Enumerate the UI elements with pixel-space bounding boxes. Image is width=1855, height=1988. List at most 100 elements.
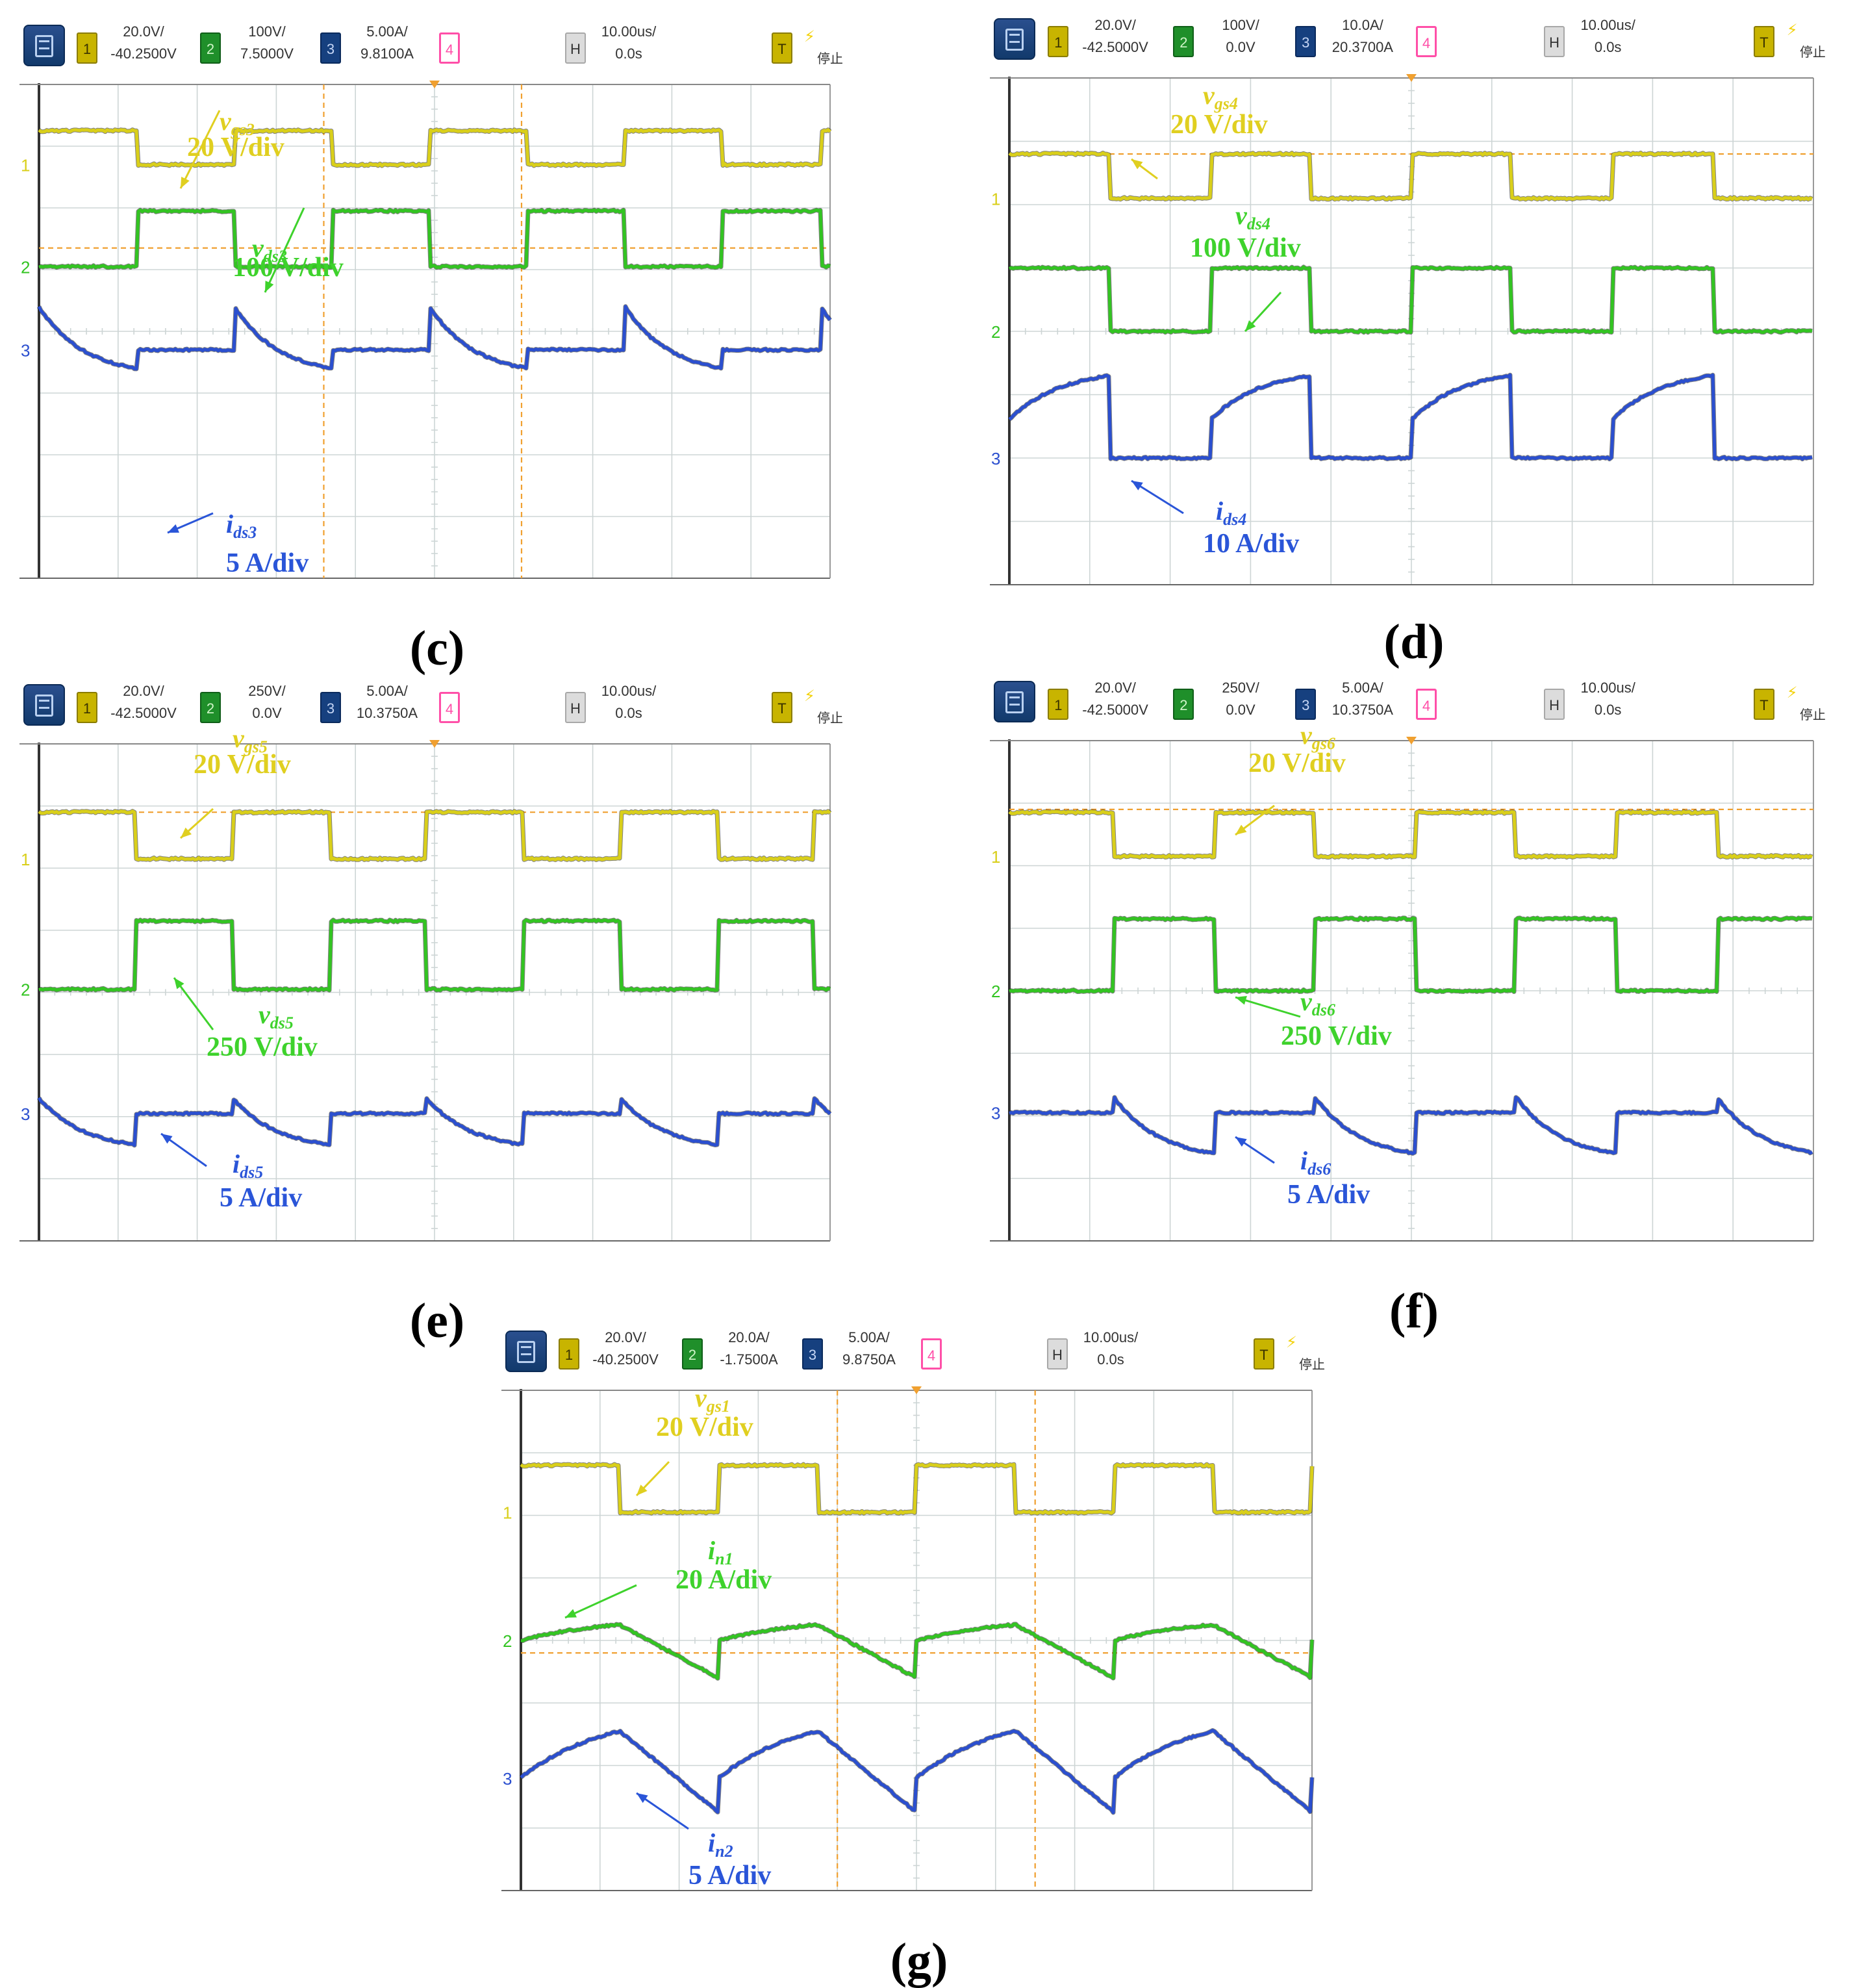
trigger-position-marker[interactable] xyxy=(1406,737,1417,745)
trigger-badge[interactable]: T xyxy=(1753,689,1774,720)
channel-3-scale: 5.00A/ xyxy=(366,23,408,40)
channel-3-badge[interactable]: 3 xyxy=(320,692,341,723)
trigger-position-marker[interactable] xyxy=(429,740,440,748)
horizontal-badge[interactable]: H xyxy=(565,32,586,64)
channel-2-scale: 20.0A/ xyxy=(728,1329,770,1345)
annotation-arrow-vgs1 xyxy=(635,1460,670,1497)
channel-1-badge[interactable]: 1 xyxy=(77,32,97,64)
signal-scale-ids6: 5 A/div xyxy=(1287,1180,1370,1210)
channel-4-badge[interactable]: 4 xyxy=(439,692,460,723)
channel-2-ground-marker[interactable]: 2 xyxy=(991,982,1000,1001)
trigger-status: 停止 xyxy=(817,711,843,726)
channel-3-ground-marker[interactable]: 3 xyxy=(503,1769,512,1789)
oscilloscope-menu-icon[interactable] xyxy=(23,25,65,66)
channel-2-badge[interactable]: 2 xyxy=(1173,26,1194,57)
channel-2-scale: 100V/ xyxy=(1222,17,1259,33)
channel-3-badge[interactable]: 3 xyxy=(1295,26,1317,57)
oscilloscope-menu-icon[interactable] xyxy=(994,681,1035,722)
trigger-position-marker[interactable] xyxy=(911,1386,922,1394)
trigger-position-marker[interactable] xyxy=(429,81,440,88)
channel-1-scale: 20.0V/ xyxy=(1094,17,1136,33)
signal-scale-ids5: 5 A/div xyxy=(220,1183,302,1213)
trigger-badge[interactable]: T xyxy=(772,692,792,723)
channel-1-ground-marker[interactable]: 1 xyxy=(21,156,30,175)
channel-3-ground-marker[interactable]: 3 xyxy=(21,1104,30,1124)
signal-name-vds3: vds3 xyxy=(252,233,287,266)
channel-3-badge[interactable]: 3 xyxy=(1295,689,1317,720)
trigger-badge[interactable]: T xyxy=(1254,1338,1274,1370)
trace-vgs5 xyxy=(38,809,831,861)
panel-caption: (g) xyxy=(890,1933,948,1988)
channel-1-ground-marker[interactable]: 1 xyxy=(503,1503,512,1523)
channel-2-badge[interactable]: 2 xyxy=(200,692,221,723)
trigger-badge[interactable]: T xyxy=(772,32,792,64)
annotation-arrow-vgs6 xyxy=(1235,804,1275,836)
horizontal-badge[interactable]: H xyxy=(1544,26,1565,57)
channel-3-ground-marker[interactable]: 3 xyxy=(991,1104,1000,1123)
channel-3-scale: 5.00A/ xyxy=(848,1329,890,1345)
channel-1-ground-marker[interactable]: 1 xyxy=(21,850,30,869)
channel-3-scale: 5.00A/ xyxy=(1342,680,1383,696)
channel-1-badge[interactable]: 1 xyxy=(1048,689,1069,720)
annotation-arrow-in1 xyxy=(564,1584,637,1619)
channel-2-ground-marker[interactable]: 2 xyxy=(503,1631,512,1651)
oscilloscope-menu-icon[interactable] xyxy=(994,18,1035,60)
annotation-arrow-ids6 xyxy=(1235,1136,1275,1164)
channel-1-ground-marker[interactable]: 1 xyxy=(991,189,1000,209)
channel-3-badge[interactable]: 3 xyxy=(802,1338,823,1370)
channel-1-offset: -42.5000V xyxy=(1082,702,1148,718)
annotation-arrow-ids4 xyxy=(1131,479,1184,515)
channel-2-ground-marker[interactable]: 2 xyxy=(21,257,30,277)
trigger-status: 停止 xyxy=(1799,708,1826,722)
channel-3-ground-marker[interactable]: 3 xyxy=(21,341,30,361)
horizontal-badge[interactable]: H xyxy=(1047,1338,1068,1370)
channel-2-ground-marker[interactable]: 2 xyxy=(21,980,30,1000)
horizontal-badge[interactable]: H xyxy=(1544,689,1565,720)
channel-2-ground-marker[interactable]: 2 xyxy=(991,322,1000,342)
channel-1-scale: 20.0V/ xyxy=(123,683,164,699)
channel-2-scale: 100V/ xyxy=(248,23,286,40)
oscilloscope-menu-icon[interactable] xyxy=(23,684,65,726)
horizontal-scale: 10.00us/ xyxy=(1580,680,1635,696)
channel-1-badge[interactable]: 1 xyxy=(559,1338,579,1370)
channel-2-badge[interactable]: 2 xyxy=(200,32,221,64)
horizontal-scale: 10.00us/ xyxy=(601,683,657,699)
channel-1-scale: 20.0V/ xyxy=(1094,680,1136,696)
channel-3-ground-marker[interactable]: 3 xyxy=(991,449,1000,468)
trace-in1 xyxy=(520,1622,1314,1680)
signal-name-ids5: ids5 xyxy=(233,1149,263,1182)
lightning-icon: ⚡ xyxy=(1286,1333,1297,1351)
channel-1-ground-marker[interactable]: 1 xyxy=(991,847,1000,867)
annotation-arrow-vgs5 xyxy=(179,808,214,839)
plot-area: 1 2 3 xyxy=(501,1386,1315,1891)
channel-4-badge[interactable]: 4 xyxy=(1416,26,1437,57)
trace-vds6 xyxy=(1009,916,1813,993)
channel-2-badge[interactable]: 2 xyxy=(1173,689,1194,720)
trace-ids3 xyxy=(37,305,832,371)
trace-ids6 xyxy=(1009,1095,1813,1155)
trigger-status: 停止 xyxy=(817,52,843,66)
channel-2-badge[interactable]: 2 xyxy=(682,1338,703,1370)
horizontal-offset: 0.0s xyxy=(1097,1351,1124,1368)
oscilloscope-menu-icon[interactable] xyxy=(505,1331,547,1372)
annotation-arrow-ids3 xyxy=(167,512,214,534)
channel-4-badge[interactable]: 4 xyxy=(439,32,460,64)
channel-4-badge[interactable]: 4 xyxy=(1416,689,1437,720)
trigger-badge[interactable]: T xyxy=(1753,26,1774,57)
trigger-position-marker[interactable] xyxy=(1406,74,1417,82)
channel-3-badge[interactable]: 3 xyxy=(320,32,341,64)
horizontal-badge[interactable]: H xyxy=(565,692,586,723)
channel-2-scale: 250V/ xyxy=(1222,680,1259,696)
channel-1-badge[interactable]: 1 xyxy=(77,692,97,723)
channel-1-badge[interactable]: 1 xyxy=(1048,26,1069,57)
channel-4-badge[interactable]: 4 xyxy=(921,1338,942,1370)
signal-name-ids3: ids3 xyxy=(226,509,257,542)
plot-area: 1 2 3 xyxy=(990,737,1814,1242)
plot-area: 1 2 3 xyxy=(19,81,832,579)
